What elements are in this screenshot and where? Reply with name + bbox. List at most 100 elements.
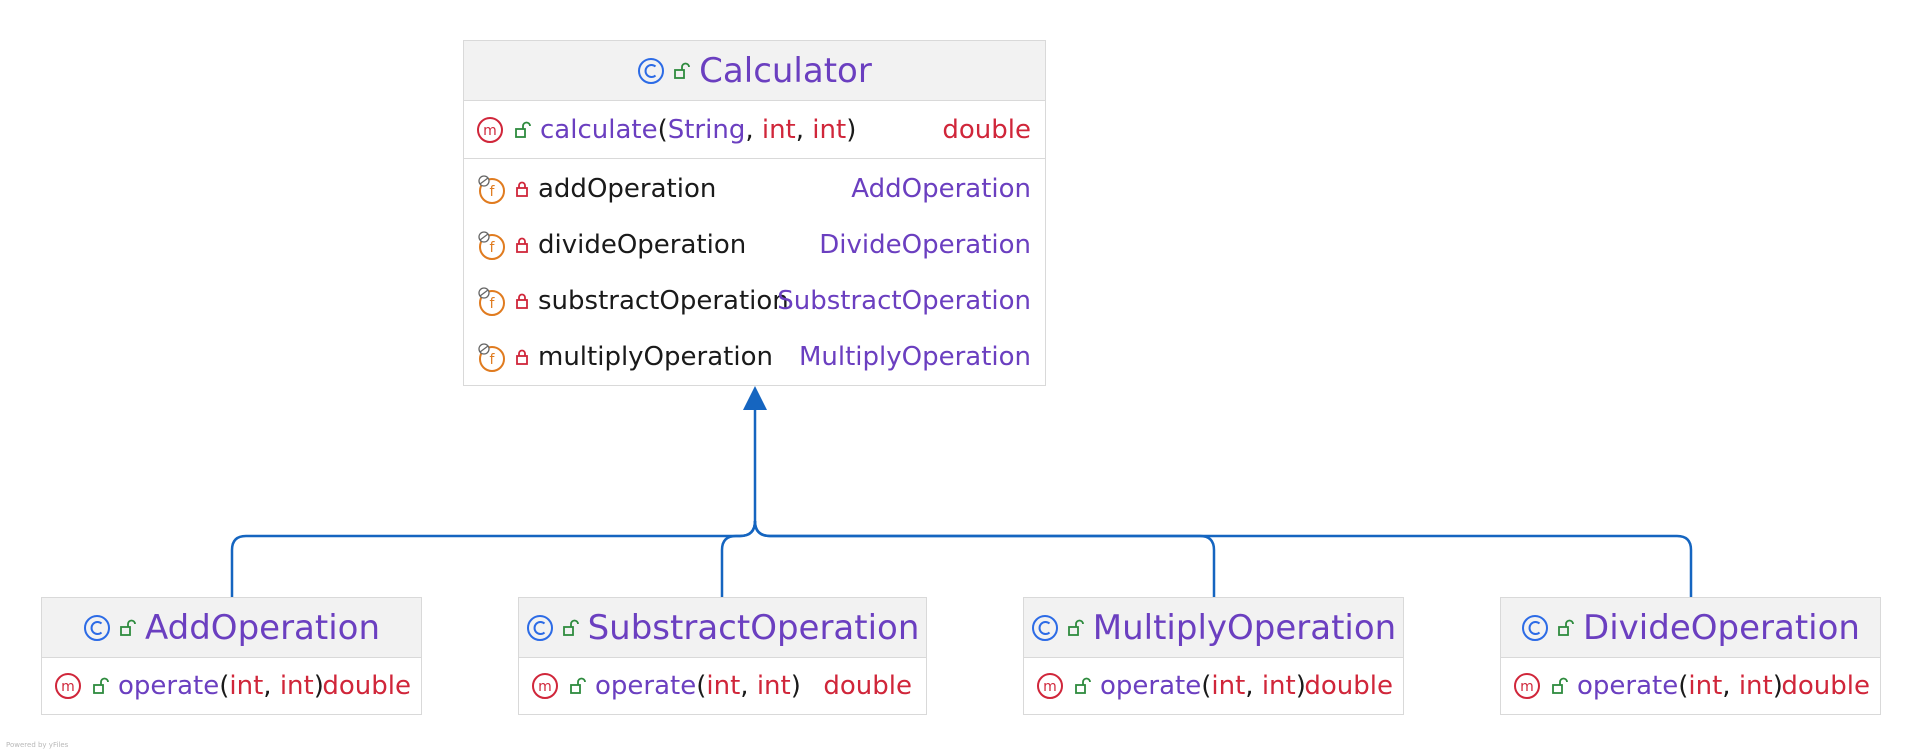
method-icon: m	[1037, 673, 1063, 699]
class-addoperation[interactable]: AddOperation m operate(int, int) double	[41, 597, 422, 715]
powered-by-label: Powered by yFiles	[6, 741, 69, 749]
return-type: double	[823, 671, 912, 701]
param-type: int	[229, 671, 264, 701]
edge-substractoperation	[720, 520, 757, 597]
field-name: addOperation	[538, 174, 717, 204]
class-name: DivideOperation	[1583, 607, 1860, 648]
class-header: DivideOperation	[1501, 598, 1880, 658]
class-header: SubstractOperation	[519, 598, 926, 658]
method-signature: operate(int, int)	[595, 671, 801, 701]
class-substractoperation[interactable]: SubstractOperation m operate(int, int) d…	[518, 597, 927, 715]
method-signature: operate(int, int)	[118, 671, 324, 701]
return-type: double	[942, 114, 1031, 145]
field-row[interactable]: f multiplyOperation MultiplyOperation	[464, 329, 1045, 385]
svg-text:m: m	[483, 123, 497, 139]
field-row[interactable]: f substractOperation SubstractOperation	[464, 273, 1045, 329]
method-row-calculate[interactable]: m calculate(String, int, int) double	[464, 101, 1045, 159]
method-name: operate	[1100, 671, 1202, 701]
field-icon: f	[478, 231, 505, 260]
svg-text:m: m	[61, 679, 75, 695]
public-lock-icon	[1558, 619, 1574, 636]
svg-text:f: f	[490, 296, 496, 312]
private-lock-icon	[516, 237, 528, 253]
private-lock-icon	[516, 293, 528, 309]
class-name: SubstractOperation	[587, 607, 920, 648]
edge-multiplyoperation	[753, 520, 1216, 597]
method-name: operate	[595, 671, 697, 701]
class-calculator[interactable]: Calculator m calculate(String, int, int)…	[463, 40, 1046, 386]
param-type: int	[756, 671, 791, 701]
method-icon: m	[55, 673, 81, 699]
method-icon: m	[477, 116, 503, 143]
inheritance-arrowhead	[743, 386, 767, 410]
param-type: int	[812, 114, 847, 145]
class-header: Calculator	[464, 41, 1045, 101]
field-icon: f	[478, 343, 505, 372]
return-type: double	[322, 671, 411, 701]
svg-text:m: m	[1520, 679, 1534, 695]
svg-text:m: m	[538, 679, 552, 695]
class-icon	[526, 614, 553, 641]
field-name: divideOperation	[538, 230, 747, 260]
public-lock-icon	[562, 619, 579, 636]
svg-text:f: f	[490, 184, 496, 200]
class-icon	[1031, 614, 1058, 641]
method-row-operate[interactable]: m operate(int, int) double	[519, 658, 926, 714]
param-type: int	[1261, 671, 1296, 701]
field-icon: f	[478, 175, 505, 204]
field-type: MultiplyOperation	[798, 342, 1031, 372]
class-divideoperation[interactable]: DivideOperation m operate(int, int) doub…	[1500, 597, 1881, 715]
svg-text:f: f	[490, 240, 496, 256]
param-type: int	[1738, 671, 1773, 701]
public-lock-icon	[1067, 619, 1084, 636]
edge-addoperation	[230, 400, 757, 597]
public-lock-icon	[570, 677, 586, 694]
class-multiplyoperation[interactable]: MultiplyOperation m operate(int, int) do…	[1023, 597, 1404, 715]
private-lock-icon	[516, 349, 528, 365]
public-lock-icon	[120, 619, 136, 636]
public-lock-icon	[1552, 677, 1568, 694]
class-header: MultiplyOperation	[1024, 598, 1403, 658]
public-lock-icon	[674, 62, 691, 79]
class-icon	[83, 614, 110, 641]
field-type: DivideOperation	[819, 230, 1031, 260]
field-type: AddOperation	[851, 174, 1031, 204]
class-header: AddOperation	[42, 598, 421, 658]
field-row[interactable]: f addOperation AddOperation	[464, 161, 1045, 217]
public-lock-icon	[515, 121, 531, 138]
svg-text:m: m	[1043, 679, 1057, 695]
edge-divideoperation	[753, 520, 1693, 597]
param-type: int	[1211, 671, 1246, 701]
method-row-operate[interactable]: m operate(int, int) double	[1501, 658, 1880, 714]
field-type: SubstractOperation	[777, 286, 1031, 316]
fields-section: f addOperation AddOperation f divi	[464, 159, 1045, 385]
method-signature: operate(int, int)	[1577, 671, 1783, 701]
svg-text:f: f	[490, 352, 496, 368]
public-lock-icon	[93, 677, 109, 694]
private-lock-icon	[516, 181, 528, 197]
method-name: operate	[118, 671, 220, 701]
class-icon	[1522, 614, 1549, 641]
param-type: int	[706, 671, 741, 701]
class-icon	[638, 57, 665, 84]
class-name: Calculator	[699, 50, 872, 91]
field-name: substractOperation	[538, 286, 789, 316]
public-lock-icon	[1075, 677, 1091, 694]
class-name: AddOperation	[144, 607, 381, 648]
field-icon: f	[478, 287, 505, 316]
param-type: int	[279, 671, 314, 701]
method-row-operate[interactable]: m operate(int, int) double	[42, 658, 421, 714]
method-signature: calculate(String, int, int)	[540, 114, 857, 145]
method-row-operate[interactable]: m operate(int, int) double	[1024, 658, 1403, 714]
class-name: MultiplyOperation	[1092, 607, 1397, 648]
param-type: int	[1688, 671, 1723, 701]
param-type: int	[761, 114, 796, 145]
field-row[interactable]: f divideOperation DivideOperation	[464, 217, 1045, 273]
return-type: double	[1304, 671, 1393, 701]
method-signature: operate(int, int)	[1100, 671, 1306, 701]
method-name: calculate	[540, 114, 658, 145]
method-icon: m	[532, 673, 558, 699]
return-type: double	[1781, 671, 1870, 701]
field-name: multiplyOperation	[538, 342, 773, 372]
